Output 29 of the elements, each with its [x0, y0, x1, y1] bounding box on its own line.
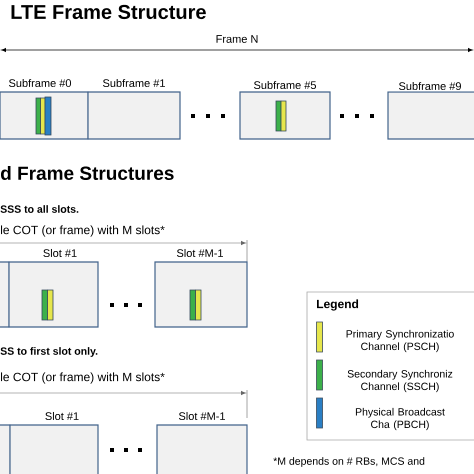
node-label: Slot #1 [45, 412, 79, 420]
node-label: Slot #M-1 [178, 412, 225, 420]
dimension-label: Frame N [216, 35, 258, 43]
node-label: Subframe #0 [9, 78, 72, 88]
node-label: Slot #1 [43, 248, 77, 258]
dimension-label: le COT (or frame) with M slots* [1, 372, 165, 384]
node-label: Subframe #9 [399, 82, 461, 90]
section-heading: LTE Frame Structure [12, 4, 206, 20]
slot-box: Slot #1 [8, 248, 99, 328]
slot-box [0, 261, 10, 328]
option-heading: SSS to all slots. [0, 205, 78, 213]
node-label: Subframe #1 [103, 78, 165, 88]
section-heading: d Frame Structures [0, 166, 174, 180]
footnote: *M depends on # RBs, MCS and [273, 457, 424, 467]
dimension-label: le COT (or frame) with M slots* [1, 225, 165, 237]
node-label: Slot #M-1 [176, 248, 223, 258]
slot-box: Slot #M-1 [154, 248, 248, 328]
subframe-box: Subframe #5 [239, 80, 331, 140]
slot-box: Slot #M-1 [156, 412, 248, 474]
legend-title: Legend [317, 299, 358, 311]
legend-text: Primary Synchronizatio Channel (PSCH) [346, 330, 454, 352]
slot-box [0, 424, 11, 474]
subframe-box: Subframe #1 [87, 78, 181, 140]
option-heading: SS to first slot only. [0, 347, 98, 357]
slot-box: Slot #1 [9, 412, 99, 474]
node-label: Subframe #5 [254, 80, 316, 90]
legend-text: Secondary Synchroniz Channel (SSCH) [348, 370, 452, 392]
legend-text: Physical Broadcast Cha (PBCH) [356, 408, 445, 430]
subframe-box: Subframe #9 [387, 82, 474, 140]
